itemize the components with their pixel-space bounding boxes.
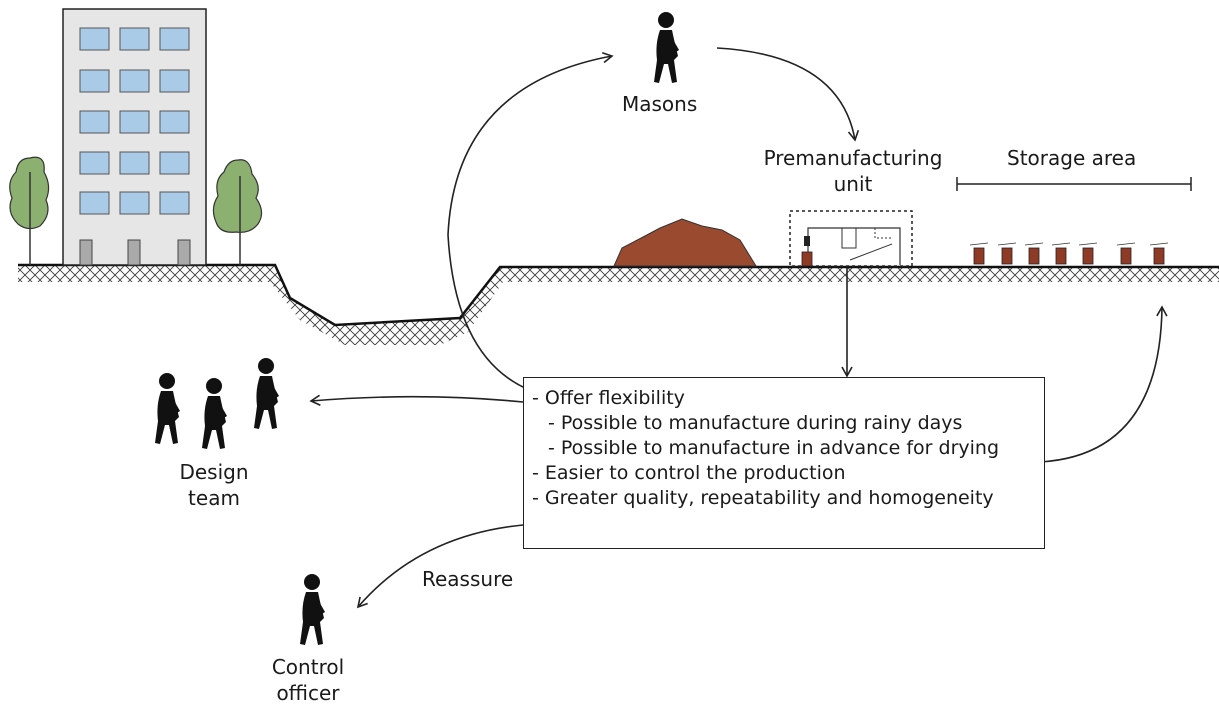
designer-person-icon-2 (202, 378, 227, 449)
reassure-label: Reassure (422, 567, 514, 591)
tree-icon-right (212, 159, 263, 265)
arrow-box-to-storage (1039, 305, 1168, 463)
ground (18, 263, 1219, 345)
arrow-box-to-design-team (309, 394, 524, 406)
premanufacturing-unit-icon (789, 210, 913, 267)
benefit-easier-control: - Easier to control the production (532, 462, 846, 484)
soil-pile-icon (613, 218, 757, 267)
design-team-label: Design team (179, 460, 249, 510)
arrow-masons-to-unit (716, 47, 860, 142)
masons-label: Masons (622, 92, 698, 116)
building-icon (62, 8, 207, 266)
storage-bricks-icon (969, 242, 1169, 265)
arrow-box-to-control-officer (356, 524, 524, 609)
benefit-greater-quality: - Greater quality, repeatability and hom… (532, 487, 994, 509)
storage-area-label: Storage area (1007, 146, 1137, 170)
benefit-in-advance: - Possible to manufacture in advance for… (548, 437, 1000, 459)
mason-person-icon (654, 12, 679, 83)
arrow-box-to-masons (447, 51, 614, 389)
benefit-offer-flexibility: - Offer flexibility (532, 387, 685, 409)
designer-person-icon-3 (254, 358, 279, 429)
premanufacturing-unit-label: Premanufacturing unit (763, 146, 943, 196)
officer-person-icon (300, 574, 325, 645)
designer-person-icon-1 (155, 373, 180, 444)
control-officer-label: Control officer (271, 655, 345, 705)
storage-area-bracket (956, 177, 1192, 191)
benefit-rainy-days: - Possible to manufacture during rainy d… (548, 412, 963, 434)
building-windows (79, 27, 190, 215)
benefits-box: - Offer flexibility - Possible to manufa… (523, 377, 1045, 549)
tree-icon-left (9, 156, 50, 265)
